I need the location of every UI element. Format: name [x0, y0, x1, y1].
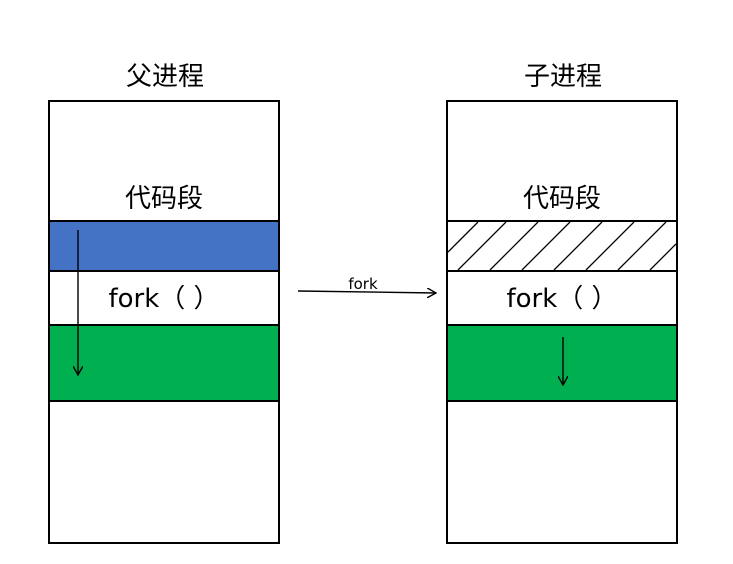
child-green-band: [448, 324, 676, 402]
parent-executed-band: [50, 220, 278, 272]
fork-arrow-label: fork: [348, 275, 378, 293]
child-process-box: 代码段 fork（ ）: [446, 100, 678, 544]
parent-green-band: [50, 324, 278, 402]
parent-process-box: 代码段 fork（ ）: [48, 100, 280, 544]
parent-code-segment-label: 代码段: [124, 184, 203, 214]
parent-process-title: 父进程: [125, 62, 204, 92]
child-code-segment-label: 代码段: [522, 184, 601, 214]
child-process-title: 子进程: [523, 62, 602, 92]
hatch-pattern: [448, 222, 676, 270]
child-fork-call: fork（ ）: [506, 284, 618, 314]
parent-fork-call: fork（ ）: [108, 284, 220, 314]
fork-arrow: [297, 291, 436, 293]
child-hatched-band: [448, 220, 676, 272]
